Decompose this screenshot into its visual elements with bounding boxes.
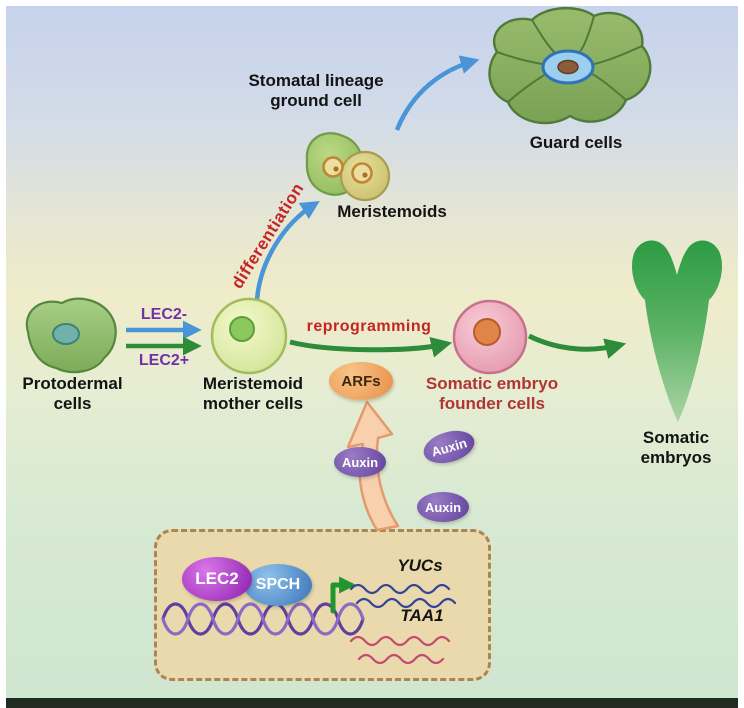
label-line: reprogramming bbox=[306, 318, 432, 335]
label-line: YUCs bbox=[397, 556, 443, 575]
spch-label: SPCH bbox=[255, 576, 301, 593]
label-line: mother cells bbox=[202, 394, 304, 413]
somatic-embryos-label: Somatic embryos bbox=[606, 428, 744, 468]
label-line: TAA1 bbox=[400, 606, 444, 625]
label-line: cells bbox=[53, 394, 92, 413]
lec2-minus-label: LEC2- bbox=[126, 305, 202, 325]
arfs-label: ARFs bbox=[341, 372, 381, 390]
lec2-label: LEC2 bbox=[195, 569, 239, 588]
spch-protein-badge: SPCH bbox=[244, 564, 312, 606]
label-line: Meristemoid bbox=[202, 374, 304, 393]
label-line: LEC2- bbox=[140, 306, 188, 323]
label-line: Stomatal lineage bbox=[248, 71, 384, 90]
label-line: Somatic embryo bbox=[425, 374, 559, 393]
meristemoid-mother-cells-label: Meristemoid mother cells bbox=[173, 374, 333, 414]
label-line: founder cells bbox=[439, 394, 545, 413]
auxin-label: Auxin bbox=[429, 434, 469, 460]
label-line: Somatic bbox=[642, 428, 710, 447]
auxin-badge: Auxin bbox=[334, 447, 386, 477]
label-line: Meristemoids bbox=[337, 202, 447, 221]
gene-regulation-box bbox=[154, 529, 491, 681]
meristemoids-label: Meristemoids bbox=[312, 202, 472, 222]
label-line: Guard cells bbox=[529, 133, 623, 152]
bottom-border-strip bbox=[6, 698, 738, 708]
arfs-badge: ARFs bbox=[329, 362, 393, 400]
yucs-gene-label: YUCs bbox=[375, 556, 465, 576]
taa1-gene-label: TAA1 bbox=[377, 606, 467, 626]
label-line: embryos bbox=[640, 448, 712, 467]
auxin-badge: Auxin bbox=[417, 492, 469, 522]
somatic-embryo-founder-cells-label: Somatic embryo founder cells bbox=[407, 374, 577, 414]
guard-cells-label: Guard cells bbox=[496, 133, 656, 153]
auxin-label: Auxin bbox=[341, 454, 379, 470]
stomatal-lineage-ground-cell-label: Stomatal lineage ground cell bbox=[216, 71, 416, 111]
auxin-label: Auxin bbox=[424, 499, 462, 515]
protodermal-cells-label: Protodermal cells bbox=[0, 374, 145, 414]
label-line: Protodermal bbox=[22, 374, 123, 393]
label-line: LEC2+ bbox=[138, 352, 190, 369]
label-line: ground cell bbox=[270, 91, 362, 110]
reprogramming-label: reprogramming bbox=[289, 317, 449, 337]
lec2-plus-label: LEC2+ bbox=[126, 351, 202, 371]
lec2-protein-badge: LEC2 bbox=[182, 557, 252, 601]
